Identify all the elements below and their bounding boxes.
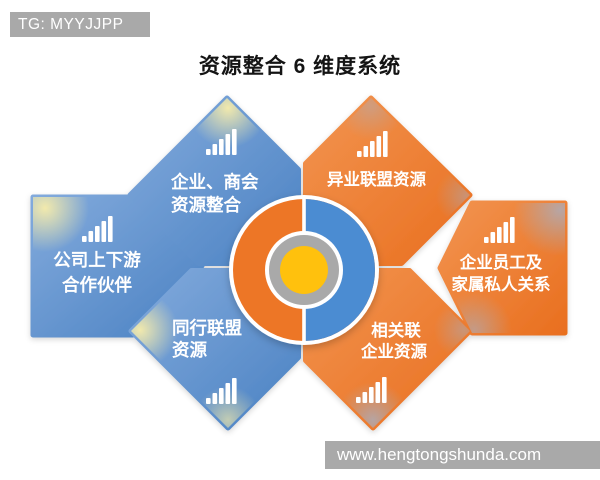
label-upstream-partners-line2: 合作伙伴 xyxy=(62,275,132,295)
label-employee-relations-line1: 企业员工及 xyxy=(459,252,543,272)
label-cross-industry: 异业联盟资源 xyxy=(327,169,427,189)
label-employee-relations-line2: 家属私人关系 xyxy=(452,274,551,294)
label-related-companies-line2: 企业资源 xyxy=(360,341,428,361)
website-banner: www.hengtongshunda.com xyxy=(325,441,600,469)
node-labels: 公司上下游 合作伙伴 企业、商会 资源整合 异业联盟资源 企业员工及 家属私人关… xyxy=(53,169,550,361)
website-url: www.hengtongshunda.com xyxy=(337,445,542,464)
tg-watermark-label: TG: MYYJJPP xyxy=(18,16,124,33)
tg-watermark-banner: TG: MYYJJPP xyxy=(10,12,150,37)
label-peer-alliance-line1: 同行联盟 xyxy=(172,318,242,338)
hub-yellow-core xyxy=(280,246,328,294)
label-chamber-resources-line1: 企业、商会 xyxy=(170,172,259,192)
label-chamber-resources-line2: 资源整合 xyxy=(171,195,241,215)
label-upstream-partners-line1: 公司上下游 xyxy=(53,250,141,270)
page-title: 资源整合 6 维度系统 xyxy=(198,55,402,78)
label-peer-alliance-line2: 资源 xyxy=(172,340,207,360)
center-hub xyxy=(229,195,379,345)
label-related-companies-line1: 相关联 xyxy=(371,320,421,340)
